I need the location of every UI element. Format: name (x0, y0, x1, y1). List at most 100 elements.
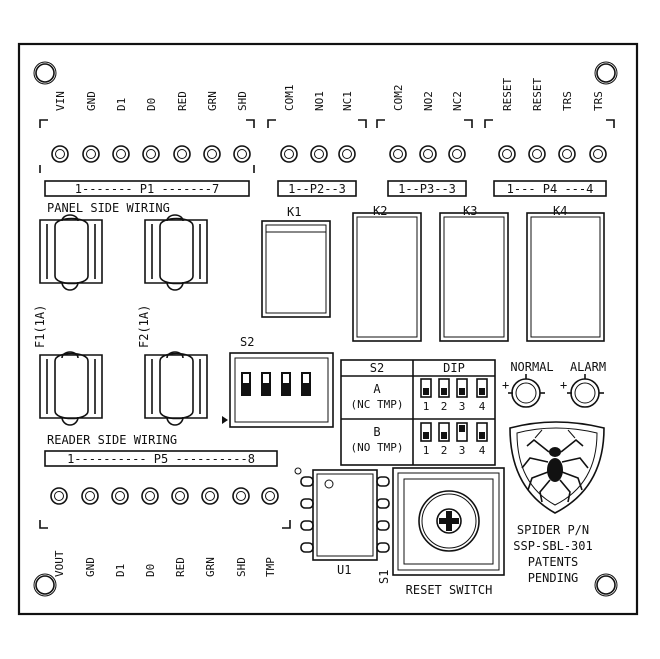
pin-label-p2-1: COM1 (283, 85, 296, 112)
relay-k3-label: K3 (463, 204, 477, 218)
led-alarm-plus: + (560, 378, 567, 392)
terminal-screw (498, 145, 516, 163)
terminal-p1-pins: VIN GND D1 D0 RED GRN SHD (51, 91, 251, 163)
terminal-screw (419, 145, 437, 163)
pin-label-p5-6: GRN (204, 557, 217, 577)
dip-switch-number: 3 (459, 400, 466, 413)
relay-k4 (526, 212, 605, 342)
pin-label-p1-3: D1 (115, 98, 128, 111)
terminal-screw (111, 487, 129, 505)
dip-table-header-s2: S2 (370, 361, 384, 375)
terminal-screw (232, 487, 250, 505)
dip-switch-number: 1 (423, 400, 430, 413)
dip-row-a: A (373, 382, 381, 396)
mounting-holes (33, 61, 618, 597)
dip-switch-position (420, 378, 432, 398)
dip-switch-number: 2 (441, 400, 448, 413)
p2-label: 1--P2--3 (288, 182, 346, 196)
terminal-screw (448, 145, 466, 163)
pin-label-p5-2: GND (84, 557, 97, 577)
pin-label-p5-4: D0 (144, 564, 157, 577)
pin-label-p1-6: GRN (206, 91, 219, 111)
pin-label-p4-3: TRS (561, 91, 574, 111)
p4-label-box (493, 180, 607, 197)
fuse-f1 (39, 214, 103, 426)
terminal-screw (389, 145, 407, 163)
dip-switch-designator: S2 (240, 335, 254, 349)
pin-label-p1-1: VIN (54, 91, 67, 111)
relay-k4-label: K4 (553, 204, 567, 218)
dip-switch-number: 3 (459, 444, 466, 457)
dip-switch-number: 4 (479, 444, 486, 457)
led-alarm-icon (567, 374, 604, 408)
brand-part-number: SSP-SBL-301 (513, 539, 592, 553)
p2-label-box (277, 180, 357, 197)
terminal-brackets (39, 119, 615, 529)
fuse-f2 (144, 214, 208, 426)
terminal-screw (528, 145, 546, 163)
terminal-screw (171, 487, 189, 505)
panel-side-wiring-label: PANEL SIDE WIRING (47, 201, 170, 215)
reset-switch-designator: S1 (377, 570, 391, 584)
p3-label: 1--P3--3 (398, 182, 456, 196)
pin-label-p3-3: NC2 (451, 91, 464, 111)
pin-label-p5-7: SHD (235, 557, 248, 577)
terminal-screw (112, 145, 130, 163)
pin-label-p4-2: RESET (531, 78, 544, 111)
dip-row-b: B (373, 425, 380, 439)
pin-label-p1-2: GND (85, 91, 98, 111)
reset-switch-label: RESET SWITCH (406, 583, 493, 597)
dip-switch-position (420, 422, 432, 442)
ic-u1-label: U1 (337, 563, 351, 577)
brand-part-label: SPIDER P/N (517, 523, 589, 537)
terminal-screw (201, 487, 219, 505)
dip-switch-position (476, 422, 488, 442)
relay-k1-label: K1 (287, 205, 301, 219)
relay-k2-label: K2 (373, 204, 387, 218)
brand-patents: PATENTS (528, 555, 579, 569)
dip-row-b-desc: (NO TMP) (351, 441, 404, 454)
terminal-screw (81, 487, 99, 505)
pin-label-p5-1: VOUT (53, 550, 66, 577)
p5-label-box (44, 450, 278, 467)
terminal-screw (310, 145, 328, 163)
led-normal-label: NORMAL (510, 360, 553, 374)
dip-switch-number: 4 (479, 400, 486, 413)
pin-label-p3-2: NO2 (422, 91, 435, 111)
terminal-p4-pins: RESET RESET TRS TRS (498, 78, 607, 163)
led-alarm-label: ALARM (570, 360, 606, 374)
dip-switch-number: 1 (423, 444, 430, 457)
pin-label-p2-3: NC1 (341, 91, 354, 111)
fuse-f2-label: F2(1A) (137, 305, 151, 348)
dip-switch-position (438, 422, 450, 442)
terminal-screw (589, 145, 607, 163)
dip-switch-number: 2 (441, 444, 448, 457)
dip-switch-position (438, 378, 450, 398)
pin-label-p3-1: COM2 (392, 85, 405, 112)
pin-label-p5-5: RED (174, 557, 187, 577)
terminal-screw (51, 145, 69, 163)
terminal-screw (233, 145, 251, 163)
dip-switch-position (456, 422, 468, 442)
terminal-screw (142, 145, 160, 163)
dip-row-a-desc: (NC TMP) (351, 398, 404, 411)
pin-label-p1-5: RED (176, 91, 189, 111)
pin-label-p4-1: RESET (501, 78, 514, 111)
terminal-screw (261, 487, 279, 505)
p5-label: 1---------- P5 ----------8 (67, 452, 255, 466)
led-normal-plus: + (502, 378, 509, 392)
terminal-p3-pins: COM2 NO2 NC2 (389, 85, 466, 163)
reset-switch-s1 (392, 467, 505, 576)
terminal-screw (558, 145, 576, 163)
terminal-screw (173, 145, 191, 163)
dip-table-header-dip: DIP (443, 361, 465, 375)
pin-label-p1-4: D0 (145, 98, 158, 111)
pin-label-p4-4: TRS (592, 91, 605, 111)
pin-label-p1-7: SHD (236, 91, 249, 111)
reader-side-wiring-label: READER SIDE WIRING (47, 433, 177, 447)
